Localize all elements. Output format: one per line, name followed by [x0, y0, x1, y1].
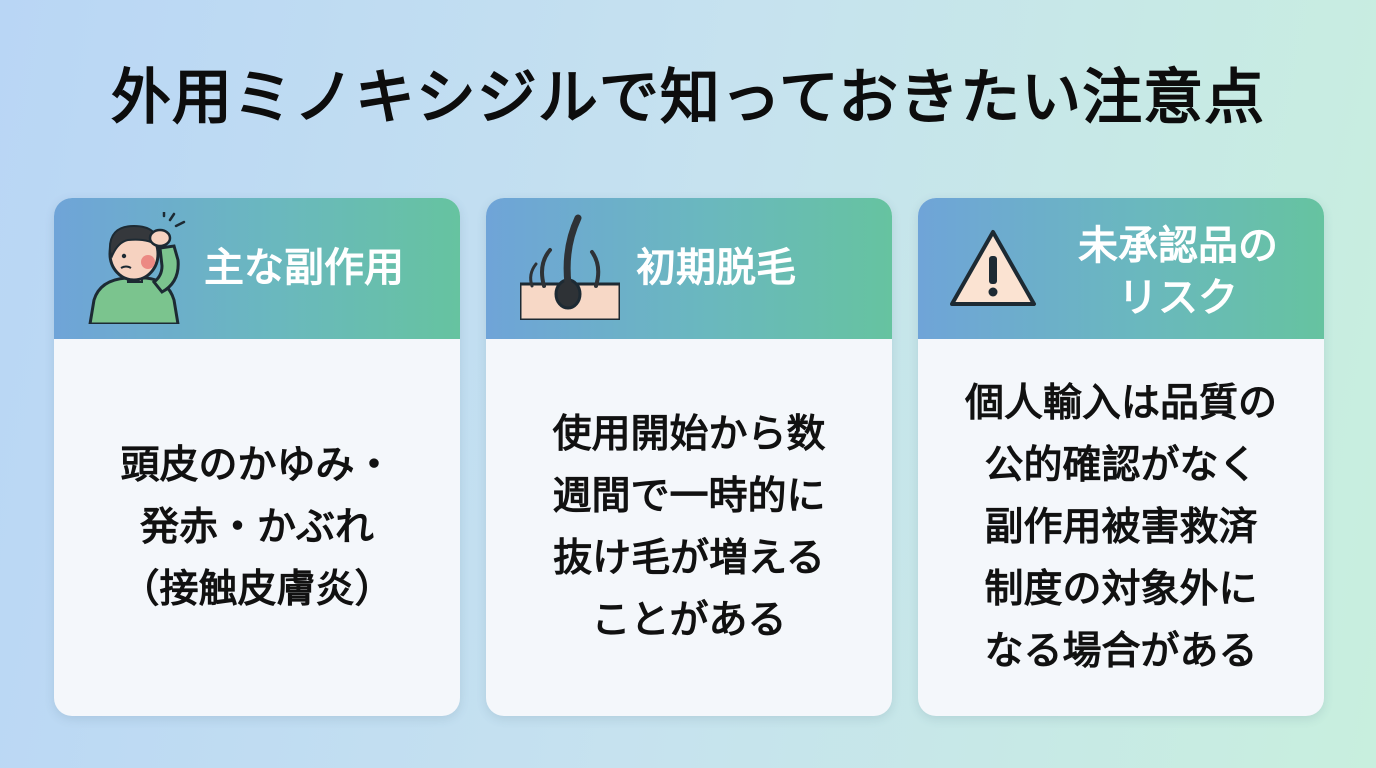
- hair-follicle-icon: [520, 214, 620, 320]
- card-body: 使用開始から数 週間で一時的に 抜け毛が増える ことがある: [486, 339, 892, 716]
- card-heading: 未承認品の リスク: [1078, 223, 1278, 321]
- card-body-text: 個人輸入は品質の 公的確認がなく 副作用被害救済 制度の対象外に なる場合がある: [964, 380, 1277, 674]
- card-heading: 主な副作用: [204, 245, 404, 291]
- person-scratching-head-icon: [88, 212, 186, 324]
- card-body-text: 頭皮のかゆみ・ 発赤・かぶれ （接触皮膚炎）: [120, 442, 394, 612]
- warning-triangle-icon: [950, 230, 1036, 306]
- card-heading: 初期脱毛: [636, 245, 796, 291]
- page-title: 外用ミノキシジルで知っておきたい注意点: [110, 63, 1266, 133]
- card-body-text: 使用開始から数 週間で一時的に 抜け毛が増える ことがある: [552, 411, 826, 643]
- card-initial-shedding: 初期脱毛 使用開始から数 週間で一時的に 抜け毛が増える ことがある: [486, 198, 892, 716]
- card-body: 頭皮のかゆみ・ 発赤・かぶれ （接触皮膚炎）: [54, 339, 460, 716]
- card-header: 主な副作用: [54, 198, 460, 339]
- card-side-effects: 主な副作用 頭皮のかゆみ・ 発赤・かぶれ （接触皮膚炎）: [54, 198, 460, 716]
- card-body: 個人輸入は品質の 公的確認がなく 副作用被害救済 制度の対象外に なる場合がある: [918, 339, 1324, 716]
- card-unapproved-risk: 未承認品の リスク 個人輸入は品質の 公的確認がなく 副作用被害救済 制度の対象…: [918, 198, 1324, 716]
- card-header: 未承認品の リスク: [918, 198, 1324, 339]
- card-header: 初期脱毛: [486, 198, 892, 339]
